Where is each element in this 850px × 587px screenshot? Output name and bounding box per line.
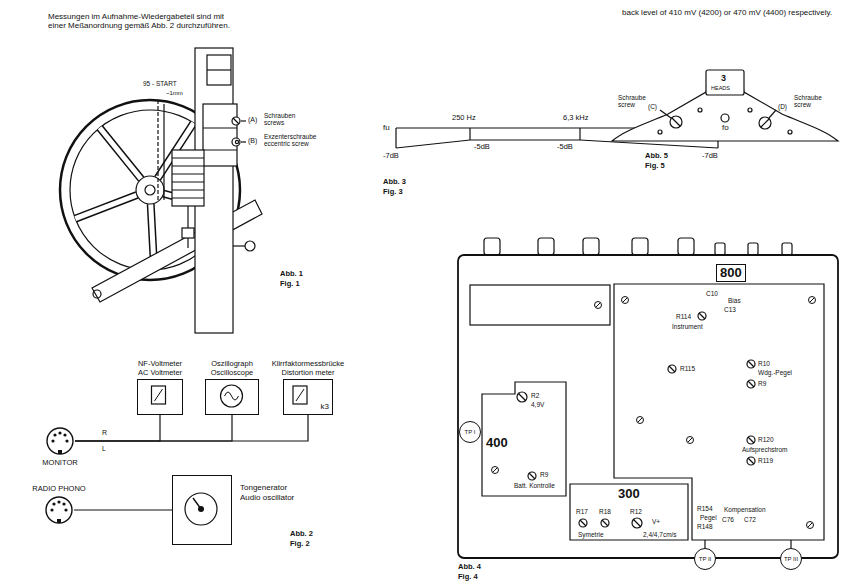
component-name: R148 — [697, 523, 713, 530]
channel-name: R — [102, 429, 107, 437]
instrument-label: NF-Voltmeter AC Voltmeter — [133, 359, 187, 377]
speed-value: 2,4/4,7cm/s — [643, 531, 677, 538]
figure-number: Fig. 1 — [280, 280, 300, 289]
function-name: Bias — [728, 297, 741, 304]
function-name: Pegel — [700, 514, 717, 521]
dial-symbol — [173, 476, 230, 543]
instrument-box: k3 — [283, 379, 333, 415]
component-name: R154 — [697, 505, 713, 512]
instrument-label: MONITOR — [42, 458, 77, 467]
component-name: R9 — [540, 471, 548, 478]
din-socket: RADIO PHONO — [14, 484, 104, 525]
signal-generator: Tongenerator Audio oscillator — [172, 475, 306, 545]
component-name: R18 — [599, 508, 611, 515]
function-name: Kompensation — [724, 506, 766, 513]
function-name: Aufsprechstrom — [742, 446, 788, 453]
frequency-limit: fu — [383, 123, 390, 132]
component-name: R17 — [576, 508, 588, 515]
test-point: TP I — [459, 421, 481, 443]
figure-number: Abb. 1 — [280, 270, 303, 279]
figure-number: Fig. 2 — [290, 540, 310, 549]
part-name: Exzenterschraube eccentric screw — [264, 133, 328, 148]
component-name: R12 — [630, 508, 642, 515]
instrument-box — [205, 379, 259, 415]
measuring-instrument: NF-Voltmeter AC Voltmeter — [125, 340, 195, 415]
symbol-label: k3 — [321, 402, 329, 412]
component-name: C76 — [722, 516, 734, 523]
frequency-value: 6,3 kHz — [563, 114, 588, 123]
component-name: C10 — [706, 290, 718, 297]
board-number: 800 — [716, 264, 746, 282]
instrument-label: Tongenerator Audio oscillator — [240, 483, 306, 502]
note-text: back level of 410 mV (4200) or 470 mV (4… — [622, 8, 837, 17]
measuring-instrument: Klirrfaktormessbrücke Distortion meter k3 — [258, 340, 358, 415]
figure-number: Fig. 5 — [645, 162, 665, 171]
figure-number: Abb. 4 — [458, 563, 481, 572]
instrument-symbol — [206, 380, 257, 413]
start-mark: 95 - START — [143, 80, 177, 87]
instrument-label: RADIO PHONO — [32, 484, 85, 493]
figure-number: Abb. 5 — [645, 152, 668, 161]
signal-wire — [75, 415, 160, 441]
frequency-value: 250 Hz — [452, 114, 476, 123]
callout-letter: (C) — [648, 103, 657, 110]
generator-box — [172, 475, 232, 545]
component-name: R114 — [676, 313, 691, 320]
function-name: Batt. Kontrolle — [514, 482, 555, 489]
part-name: Schraube screw — [618, 94, 652, 109]
figure-number: Fig. 3 — [383, 188, 403, 197]
signal-wire — [74, 509, 172, 510]
level-value: -5dB — [557, 143, 573, 152]
part-name: Schraube screw — [794, 94, 828, 109]
instrument-box — [137, 379, 183, 415]
measuring-instrument: Oszillograph Oscilloscope — [199, 340, 265, 415]
figure-number: Abb. 2 — [290, 530, 313, 539]
badge-text: 3 — [721, 73, 726, 83]
board-number: 300 — [618, 487, 640, 502]
callout-letter: (B) — [248, 137, 257, 145]
signal-wire — [75, 415, 308, 441]
component-name: R2 — [531, 392, 539, 399]
function-name: Symetrie — [578, 531, 604, 538]
socket-symbol — [44, 495, 74, 525]
figure-number: Fig. 4 — [458, 573, 478, 582]
frequency-limit: fo — [722, 123, 729, 132]
instruction-note: Messungen im Aufnahme-Wiedergabeteil sin… — [48, 12, 243, 30]
badge-text: HEADS — [711, 85, 730, 91]
component-name: R120 — [758, 436, 774, 443]
figure-number: Abb. 3 — [383, 178, 406, 187]
test-point: TP III — [780, 548, 802, 570]
component-name: R119 — [758, 457, 773, 464]
instrument-label: Oszillograph Oscilloscope — [202, 359, 262, 377]
socket-symbol — [45, 426, 75, 456]
dimension: ~1mm — [166, 90, 183, 97]
instrument-label: Klirrfaktormessbrücke Distortion meter — [262, 359, 354, 377]
board-number: 400 — [486, 436, 508, 451]
signal-wire — [75, 415, 232, 441]
channel-name: L — [102, 445, 106, 453]
function-name: V+ — [652, 518, 660, 525]
component-name: C72 — [744, 516, 756, 523]
component-name: C13 — [724, 306, 736, 313]
level-value: -5dB — [474, 143, 490, 152]
voltage-value: 4,9V — [531, 401, 544, 408]
instrument-symbol — [138, 380, 181, 413]
function-name: Instrument — [672, 323, 703, 330]
part-name: Schrauben screws — [264, 112, 304, 127]
component-name: R115 — [680, 365, 695, 372]
din-socket: MONITOR — [30, 426, 90, 467]
level-value: -7dB — [383, 152, 399, 161]
function-name: Wdg.-Pegel — [758, 369, 792, 376]
level-value: -7dB — [702, 152, 718, 161]
callout-letter: (D) — [778, 103, 787, 110]
component-name: R9 — [758, 380, 766, 387]
component-name: R10 — [758, 360, 770, 367]
callout-letter: (A) — [248, 116, 257, 124]
test-point: TP II — [694, 548, 716, 570]
